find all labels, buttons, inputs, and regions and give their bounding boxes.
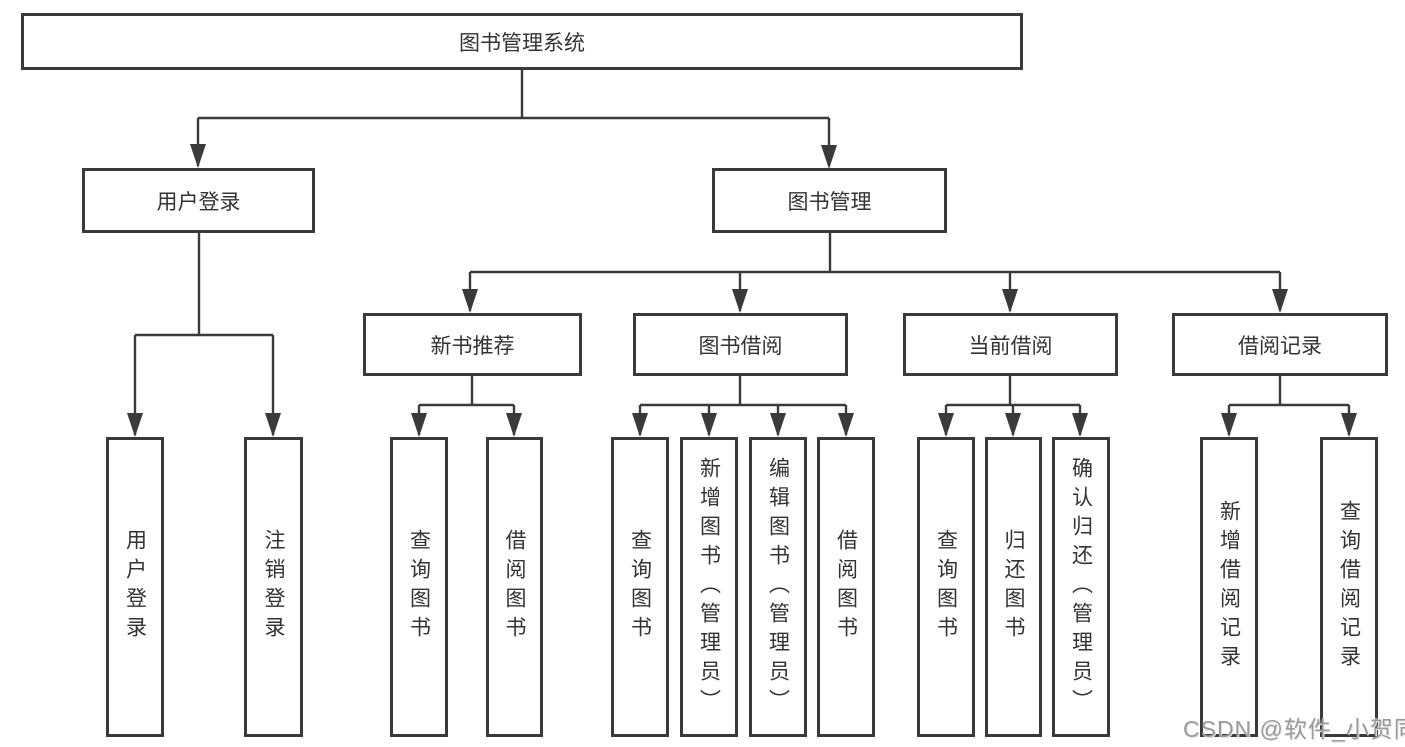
- node-leaf-query-book-recommend: 查询图书: [390, 437, 448, 737]
- arrowhead-icons: [127, 144, 1357, 437]
- node-current-borrow: 当前借阅: [903, 313, 1118, 376]
- node-leaf-borrow-book: 借阅图书: [817, 437, 875, 737]
- node-user-login: 用户登录: [82, 168, 315, 233]
- node-leaf-return-book: 归还图书: [985, 437, 1042, 737]
- node-borrow-records: 借阅记录: [1172, 313, 1388, 376]
- node-leaf-query-book-borrow: 查询图书: [611, 437, 669, 737]
- node-leaf-logout: 注销登录: [244, 437, 303, 737]
- node-leaf-confirm-return-admin: 确认归还（管理员）: [1052, 437, 1110, 737]
- node-leaf-borrow-book-recommend: 借阅图书: [486, 437, 543, 737]
- node-leaf-query-book-current: 查询图书: [917, 437, 975, 737]
- node-leaf-query-borrow-record: 查询借阅记录: [1320, 437, 1378, 737]
- connector-lines: [133, 70, 1351, 435]
- node-book-management: 图书管理: [712, 168, 947, 233]
- node-new-book-recommend: 新书推荐: [363, 313, 582, 376]
- node-root-system: 图书管理系统: [21, 13, 1023, 70]
- node-leaf-add-borrow-record: 新增借阅记录: [1200, 437, 1258, 737]
- node-leaf-add-book-admin: 新增图书（管理员）: [680, 437, 738, 737]
- node-book-borrow: 图书借阅: [633, 313, 848, 376]
- node-leaf-user-login: 用户登录: [106, 437, 164, 737]
- watermark-text: CSDN @软件_小贺同学: [1183, 716, 1405, 742]
- node-leaf-edit-book-admin: 编辑图书（管理员）: [749, 437, 807, 737]
